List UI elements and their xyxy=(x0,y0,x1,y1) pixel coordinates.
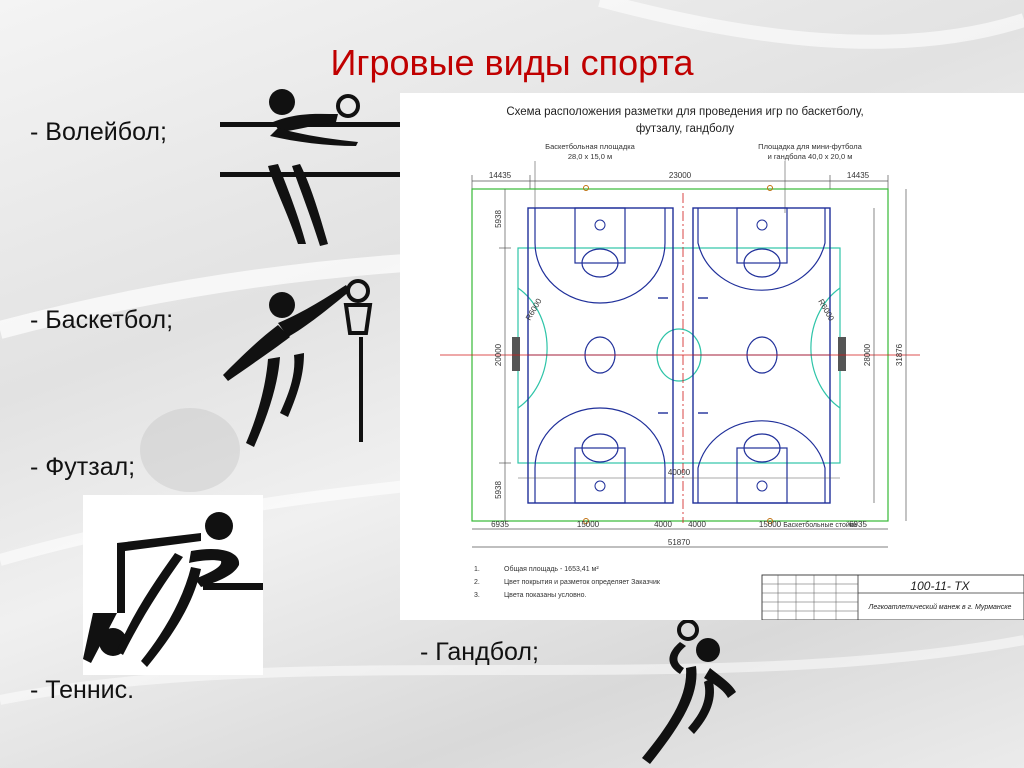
goal-left xyxy=(512,337,520,371)
court-plan-drawing: Схема расположения разметки для проведен… xyxy=(440,106,1024,621)
dim-right-outer: 31876 xyxy=(895,343,904,366)
dim-left-mid: 20000 xyxy=(494,343,503,366)
item-volleyball: - Волейбол; xyxy=(30,118,167,146)
note-3: Цвета показаны условно. xyxy=(504,592,587,599)
mini-court-label: Площадка для мини-футбола xyxy=(758,142,862,151)
dim-top-mid: 23000 xyxy=(669,171,692,180)
stamp-code: 100-11- ТХ xyxy=(910,579,970,593)
dim-top-right: 14435 xyxy=(847,171,870,180)
handball-pictogram-icon xyxy=(642,619,736,764)
court-marking-plan: Схема расположения разметки для проведен… xyxy=(400,93,1024,621)
slide-title: Игровые виды спорта xyxy=(330,42,694,83)
plan-heading-line1: Схема расположения разметки для проведен… xyxy=(506,106,863,118)
bottom-caption: Баскетбольные стойки xyxy=(783,521,857,529)
dim-mid: 40000 xyxy=(668,468,691,477)
basketball-pictogram-icon xyxy=(223,279,373,447)
dim-total: 51870 xyxy=(668,538,691,547)
item-futsal: - Футзал; xyxy=(30,453,136,481)
volleyball-pictogram-icon xyxy=(220,89,405,246)
goal-right xyxy=(838,337,846,371)
stamp-description: Легкоатлетический манеж в г. Мурманске xyxy=(868,603,1012,611)
dim-left-bottom: 5938 xyxy=(494,481,503,499)
title-block-stamp: 100-11- ТХ Легкоатлетический манеж в г. … xyxy=(761,574,1024,621)
note-1: Общая площадь - 1653,41 м² xyxy=(504,565,599,573)
note-1-num: 1. xyxy=(474,566,480,573)
basket-court-size: 28,0 х 15,0 м xyxy=(568,152,612,161)
dim-bottom-6: 6935 xyxy=(849,520,867,529)
radius-right: R6000 xyxy=(816,298,836,323)
note-2-num: 2. xyxy=(474,579,480,586)
note-2: Цвет покрытия и разметок определяет Зака… xyxy=(504,579,661,586)
dim-bottom-5: 15000 xyxy=(759,520,782,529)
plan-heading-line2: футзалу, гандболу xyxy=(636,123,735,135)
item-basketball: - Баскетбол; xyxy=(30,306,174,334)
dim-top-left: 14435 xyxy=(489,171,512,180)
dim-bottom-4: 4000 xyxy=(688,520,706,529)
dim-bottom-1: 6935 xyxy=(491,520,509,529)
basket-court-label: Баскетбольная площадка xyxy=(545,142,635,151)
futsal-pictogram-icon xyxy=(83,495,263,675)
note-3-num: 3. xyxy=(474,592,480,599)
item-tennis: - Теннис. xyxy=(30,676,135,704)
dim-left-top: 5938 xyxy=(494,210,503,228)
dim-bottom-3: 4000 xyxy=(654,520,672,529)
mini-court-size: и гандбола 40,0 х 20,0 м xyxy=(768,152,853,161)
dim-bottom-2: 15000 xyxy=(577,520,600,529)
item-handball: - Гандбол; xyxy=(420,638,539,666)
dim-right-inner: 28000 xyxy=(863,343,872,366)
